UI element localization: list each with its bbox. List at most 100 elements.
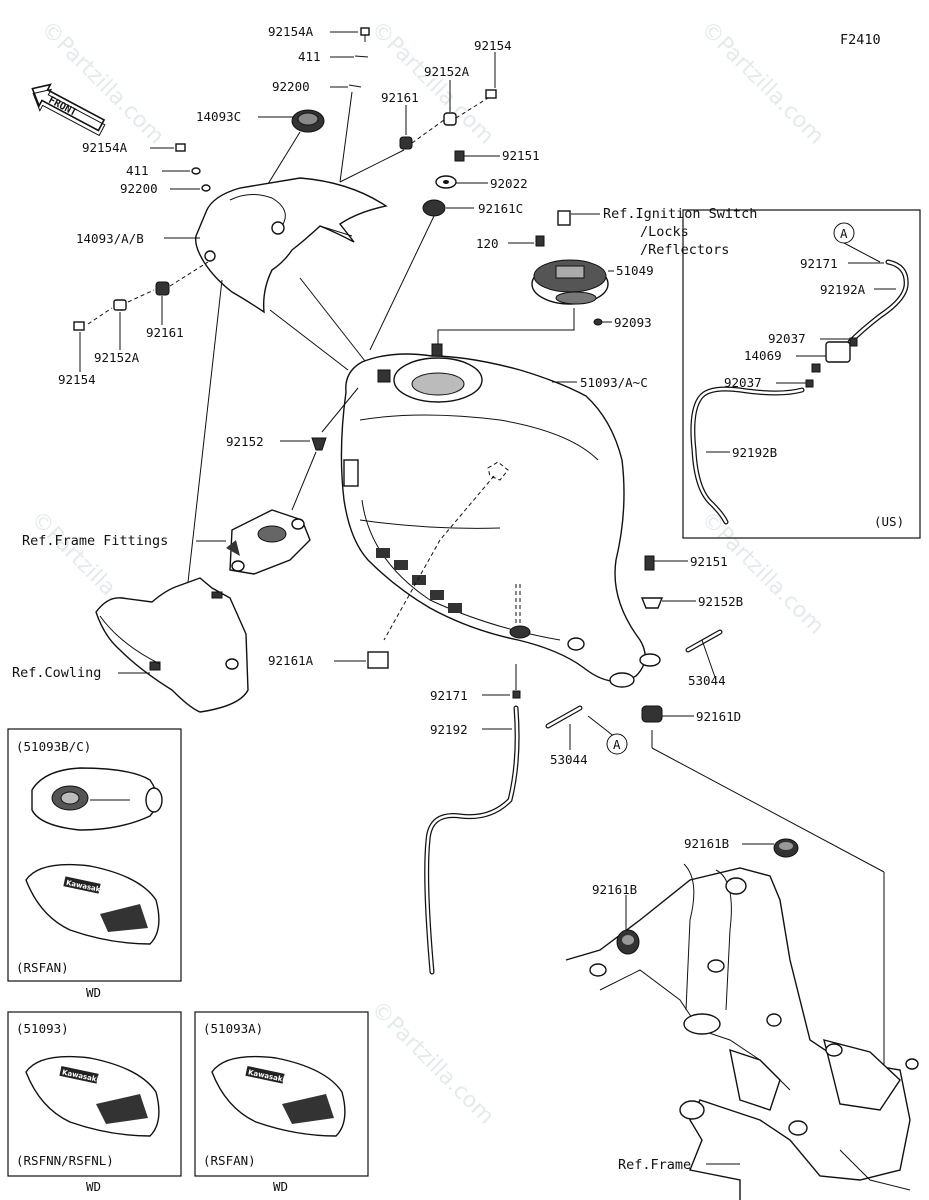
- label-411-top: 411: [298, 49, 321, 64]
- watermark: ©Partzilla.com: [696, 507, 829, 640]
- variant-1-model: (RSFAN): [16, 960, 69, 975]
- nut-411-left: [191, 167, 201, 175]
- key-cylinder-ref: [557, 210, 571, 226]
- variant-2-code: (51093): [16, 1021, 69, 1036]
- grommet-92161-top: [399, 136, 413, 150]
- watermark: ©Partzilla.com: [366, 17, 499, 150]
- label-92022: 92022: [490, 176, 528, 191]
- marker-a-inset-label: A: [840, 226, 848, 241]
- screw-120: [535, 235, 545, 247]
- variant-1-caption: WD: [86, 985, 101, 1000]
- label-92171-inset: 92171: [800, 256, 838, 271]
- label-14093C: 14093C: [196, 109, 241, 124]
- label-53044-right: 53044: [688, 673, 726, 688]
- variant-2-caption: WD: [86, 1179, 101, 1194]
- variant-3-code: (51093A): [203, 1021, 263, 1036]
- grommet-92161C: [422, 199, 446, 217]
- gasket-92093: [593, 318, 603, 326]
- bolt-92154-top: [485, 89, 497, 99]
- variant-3-caption: WD: [273, 1179, 288, 1194]
- bolt-92151-right: [644, 555, 655, 571]
- grommet-92161-left: [155, 281, 170, 296]
- variant-inset-2: (51093) Kawasaki (RSFNN/RSFNL) WD: [7, 1011, 182, 1194]
- watermark: ©Partzilla.com: [696, 17, 829, 150]
- ref-ignition-line3: /Reflectors: [640, 242, 729, 258]
- label-411-left: 411: [126, 163, 149, 178]
- label-92171-mid: 92171: [430, 688, 468, 703]
- label-92161B-right: 92161B: [684, 836, 729, 851]
- label-92161B-left: 92161B: [592, 882, 637, 897]
- left-leaders: [79, 147, 200, 372]
- label-92151-top: 92151: [502, 148, 540, 163]
- top-hardware: [291, 27, 497, 150]
- label-92154A-left: 92154A: [82, 140, 128, 155]
- label-92154A-top: 92154A: [268, 24, 314, 39]
- frame-assembly: [565, 838, 919, 1200]
- clamp-92171: [512, 690, 521, 699]
- screw-92154A-left: [175, 143, 186, 152]
- label-92192B: 92192B: [732, 445, 777, 460]
- label-53044-mid: 53044: [550, 752, 588, 767]
- label-92161A: 92161A: [268, 653, 314, 668]
- ref-frame-fittings: Ref.Frame Fittings: [22, 533, 168, 549]
- label-120: 120: [476, 236, 499, 251]
- collar-92152B: [640, 597, 664, 609]
- label-92161-top: 92161: [381, 90, 419, 105]
- left-hardware: [73, 143, 211, 331]
- cap-hardware: [369, 150, 614, 352]
- label-14093ABB: 14093/A/B: [76, 231, 144, 246]
- bolt-92151-top: [454, 150, 465, 162]
- filter-14069: [825, 341, 851, 363]
- ref-frame: Ref.Frame: [618, 1157, 691, 1173]
- label-92154-top: 92154: [474, 38, 512, 53]
- label-92152A-top: 92152A: [424, 64, 470, 79]
- label-92154-left: 92154: [58, 372, 96, 387]
- label-51093AC: 51093/A~C: [580, 375, 648, 390]
- label-92192A: 92192A: [820, 282, 866, 297]
- bolt-92154-left: [73, 321, 85, 331]
- label-92151-right: 92151: [690, 554, 728, 569]
- label-92200-left: 92200: [120, 181, 158, 196]
- label-92161C: 92161C: [478, 201, 523, 216]
- fuel-cap-51049: [531, 259, 609, 305]
- label-14069: 14069: [744, 348, 782, 363]
- tank-cover-14093: [194, 177, 388, 314]
- label-92200-top: 92200: [272, 79, 310, 94]
- marker-a-mid-label: A: [613, 737, 621, 752]
- label-92093: 92093: [614, 315, 652, 330]
- diagram-code: F2410: [840, 32, 881, 48]
- label-51049: 51049: [616, 263, 654, 278]
- label-92152A-left: 92152A: [94, 350, 140, 365]
- fuel-tank-51093: [340, 343, 661, 688]
- screw-92154A-top: [360, 27, 370, 36]
- label-92152: 92152: [226, 434, 264, 449]
- label-92161-left: 92161: [146, 325, 184, 340]
- ref-ignition-line1: Ref.Ignition Switch: [603, 206, 757, 222]
- label-92161D: 92161D: [696, 709, 741, 724]
- cowling-panel: [95, 577, 249, 713]
- label-92037-top: 92037: [768, 331, 806, 346]
- collar-92152: [311, 437, 327, 451]
- us-region-label: (US): [874, 514, 904, 529]
- variant-inset-3: (51093A) Kawasaki (RSFAN) WD: [194, 1011, 369, 1194]
- variant-2-model: (RSFNN/RSFNL): [16, 1153, 114, 1168]
- variant-inset-1: (51093B/C) Kawasaki (RSFAN) WD: [7, 728, 182, 1000]
- marker-a-mid: [606, 733, 628, 755]
- clip-92200-left: [201, 184, 211, 192]
- ref-ignition-line2: /Locks: [640, 224, 689, 240]
- us-inset: A: [682, 209, 921, 539]
- frame-fittings-bracket: [226, 509, 311, 575]
- watermark: ©Partzilla.com: [366, 997, 499, 1130]
- collar-92152A-left: [113, 299, 127, 311]
- variant-3-model: (RSFAN): [203, 1153, 256, 1168]
- right-hardware: [640, 555, 885, 1142]
- drain-hose: [424, 584, 617, 975]
- variant-1-code: (51093B/C): [16, 739, 91, 754]
- grommet-92161D: [641, 705, 663, 723]
- cushion-92161A: [367, 651, 389, 669]
- label-92037-low: 92037: [724, 375, 762, 390]
- ref-cowling: Ref.Cowling: [12, 665, 101, 681]
- label-92192: 92192: [430, 722, 468, 737]
- label-92152B: 92152B: [698, 594, 743, 609]
